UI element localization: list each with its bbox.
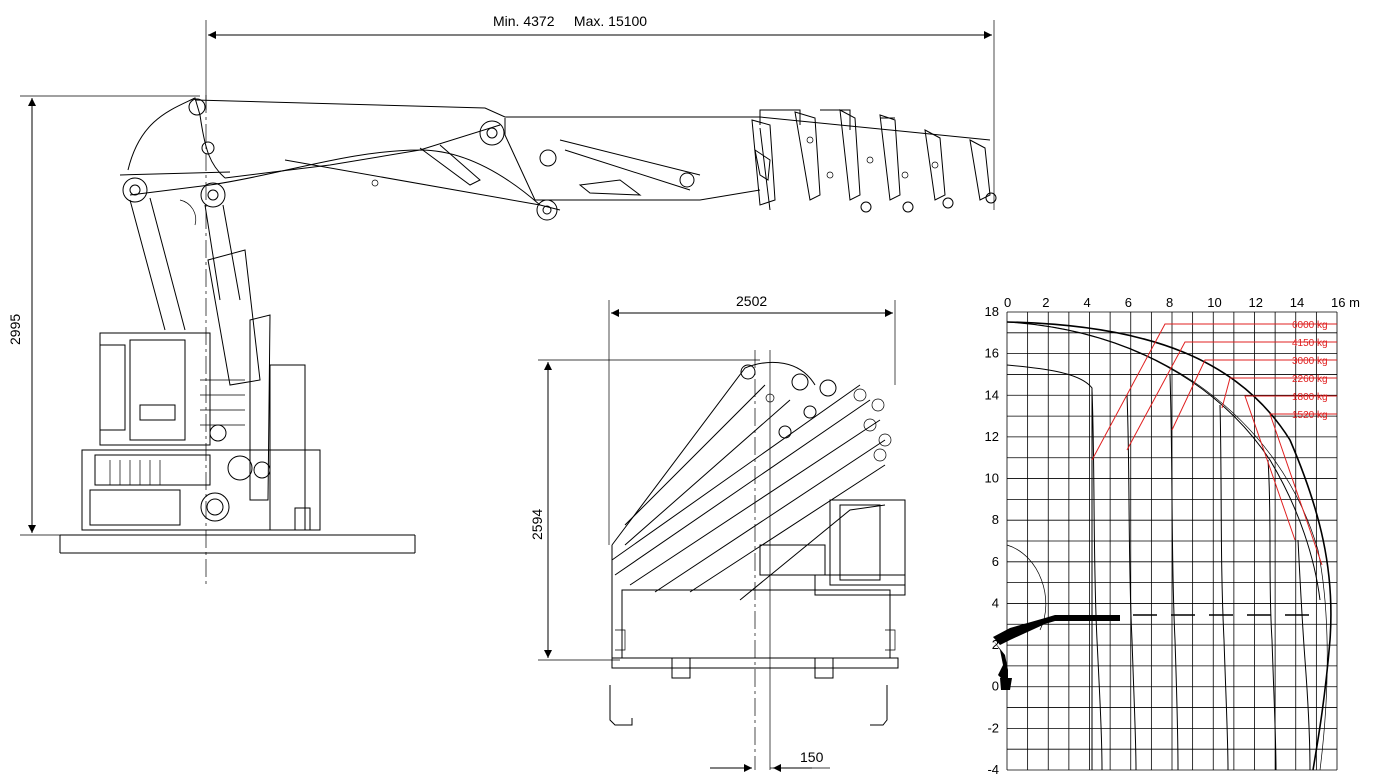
- x-tick-label: 12: [1249, 295, 1263, 310]
- y-axis-ticks: 18 16 14 12 10 8 6 4 2 0 -2 -4: [985, 304, 999, 776]
- load-line: [1126, 341, 1337, 451]
- load-line: [1244, 395, 1337, 541]
- y-tick-label: -4: [987, 762, 999, 776]
- load-rating-lines: 6000 kg 4150 kg 3000 kg 2260 kg 1800 kg 1520 …: [1091, 320, 1337, 566]
- x-tick-label: 4: [1084, 295, 1091, 310]
- y-tick-label: 18: [985, 304, 999, 319]
- y-tick-label: 2: [992, 637, 999, 652]
- max-reach-outer-curve: [1006, 321, 1332, 771]
- folded-boom-thick-line: [993, 615, 1120, 645]
- load-label: 1800 kg: [1292, 392, 1328, 403]
- y-tick-label: 0: [992, 679, 999, 694]
- x-tick-label: 16 m: [1331, 295, 1360, 310]
- y-tick-label: 12: [985, 429, 999, 444]
- folded-height-label: 2594: [529, 509, 545, 540]
- y-tick-label: 14: [985, 387, 999, 402]
- x-tick-label: 8: [1166, 295, 1173, 310]
- width-label: 2502: [736, 293, 767, 309]
- small-arc: [1006, 544, 1047, 631]
- offset-label: 150: [800, 749, 824, 765]
- height-label: 2995: [7, 314, 23, 345]
- x-tick-label: 10: [1207, 295, 1221, 310]
- y-tick-label: 6: [992, 554, 999, 569]
- y-tick-label: 16: [985, 346, 999, 361]
- load-label: 2260 kg: [1292, 374, 1328, 385]
- x-tick-label: 14: [1290, 295, 1304, 310]
- y-tick-label: 10: [985, 471, 999, 486]
- x-axis-ticks: 0 2 4 6 8 10 12 14 16 m: [1004, 295, 1360, 310]
- x-tick-label: 2: [1042, 295, 1049, 310]
- reach-envelope-thin: [1006, 321, 1328, 771]
- second-boom-curve: [1006, 364, 1093, 770]
- load-label: 4150 kg: [1292, 338, 1328, 349]
- max-reach-inner-curve: [1006, 321, 1321, 601]
- x-tick-label: 0: [1004, 295, 1011, 310]
- load-line: [1269, 413, 1337, 566]
- y-tick-label: -2: [987, 720, 999, 735]
- load-line: [1221, 377, 1337, 409]
- load-label: 3000 kg: [1292, 356, 1328, 367]
- side-view: Min. 4372 Max. 15100 2995: [7, 13, 997, 585]
- x-tick-label: 6: [1125, 295, 1132, 310]
- load-label: 1520 kg: [1292, 410, 1328, 421]
- load-line: [1171, 359, 1337, 431]
- load-label: 6000 kg: [1292, 320, 1328, 331]
- y-tick-label: 8: [992, 512, 999, 527]
- reach-label: Min. 4372 Max. 15100: [493, 13, 647, 29]
- rear-view: 2502 2594 150: [529, 293, 906, 772]
- load-chart: 0 2 4 6 8 10 12 14 16 m 18 16 14 12 10 8 6 4 2 0 -2 -4 6000…: [985, 295, 1360, 776]
- load-line: [1091, 323, 1337, 461]
- y-tick-label: 4: [992, 595, 999, 610]
